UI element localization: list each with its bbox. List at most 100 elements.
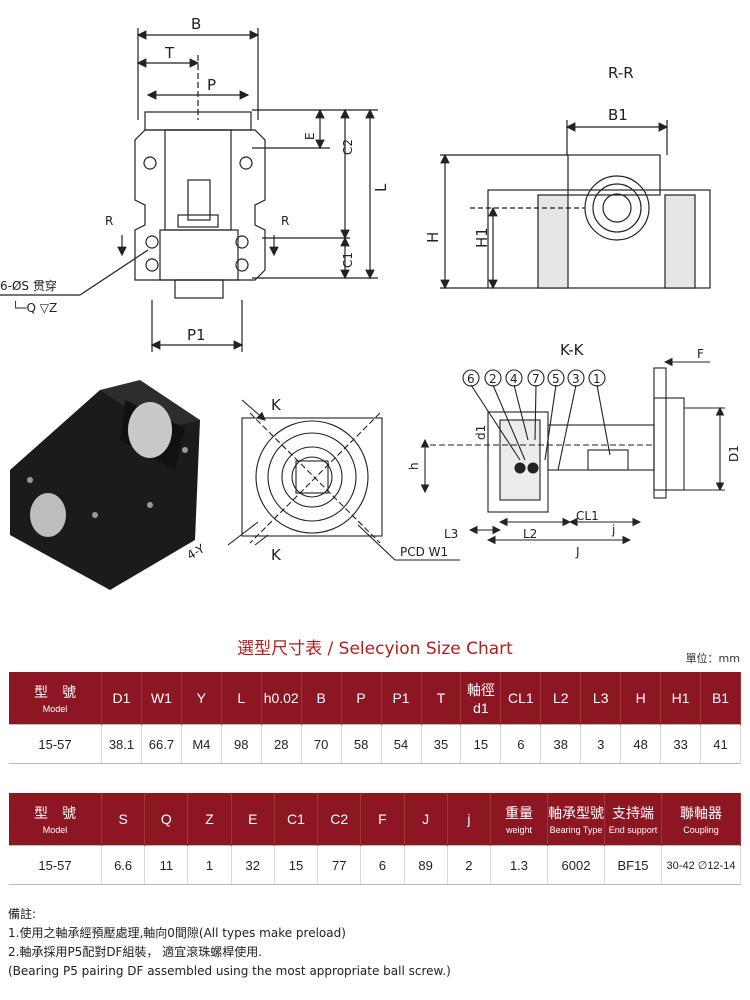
table-cell: 6 — [500, 724, 542, 764]
column-header: h0.02 — [261, 672, 302, 725]
model-header: 型 號 Model — [9, 793, 102, 846]
part-number: 4 — [510, 372, 518, 386]
column-header: W1 — [141, 672, 182, 725]
label-C1: C1 — [341, 252, 355, 268]
model-header-zh: 型 號 — [34, 805, 76, 821]
label-h: h — [407, 462, 421, 470]
column-header-zh: Z — [205, 811, 214, 827]
label-F: F — [697, 347, 704, 361]
note-line-3: (Bearing P5 pairing DF assembled using t… — [8, 964, 451, 978]
label-j: j — [611, 523, 615, 537]
label-R-left: R — [105, 214, 113, 228]
column-header: 聯軸器 Coupling — [661, 793, 741, 846]
label-C2: C2 — [341, 139, 355, 155]
column-header: J — [404, 793, 448, 846]
table-cell: 38.1 — [101, 724, 142, 764]
table-cell: 54 — [381, 724, 422, 764]
notes: 備註: 1.使用之軸承經預壓處理,軸向0間隙(All types make pr… — [8, 905, 451, 981]
column-header: B1 — [700, 672, 741, 725]
table-cell: 89 — [404, 845, 448, 885]
label-B: B — [191, 15, 201, 33]
label-P1: P1 — [187, 326, 206, 344]
label-L: L — [372, 183, 390, 192]
note-line-2: 2.軸承採用P5配對DF組裝， 適宜滾珠螺桿使用. — [8, 945, 263, 959]
kk-section-view — [420, 357, 725, 545]
table-cell: 66.7 — [141, 724, 182, 764]
column-header: P — [341, 672, 382, 725]
iso-view-3d — [10, 380, 200, 590]
label-d1: d1 — [474, 425, 488, 440]
table-cell: 11 — [144, 845, 189, 885]
column-header: L3 — [580, 672, 622, 725]
table-cell: 6002 — [547, 845, 605, 885]
label-E: E — [303, 132, 317, 140]
unit-label: 單位：mm — [685, 652, 740, 665]
column-header-zh: C2 — [330, 811, 349, 827]
table-cell: 32 — [231, 845, 275, 885]
column-header: 軸承型號 Bearing Type — [547, 793, 605, 846]
column-header: L — [221, 672, 262, 725]
column-header: B — [301, 672, 342, 725]
column-header: T — [421, 672, 462, 725]
table-cell: 15 — [460, 724, 502, 764]
label-D1: D1 — [727, 445, 741, 462]
label-J: J — [575, 545, 580, 559]
column-header-en: Coupling — [683, 825, 719, 835]
model-cell: 15-57 — [9, 845, 102, 885]
model-header-en: Model — [42, 825, 68, 835]
part-number: 6 — [467, 372, 475, 386]
column-header-en: End support — [608, 825, 658, 835]
label-K-top: K — [271, 396, 282, 414]
table-cell: 6 — [360, 845, 405, 885]
table-cell: 28 — [261, 724, 302, 764]
rr-section-view — [440, 120, 711, 290]
column-header-en: Bearing Type — [549, 825, 603, 835]
column-header: E — [231, 793, 275, 846]
label-L3: L3 — [444, 527, 458, 541]
table-cell: 35 — [421, 724, 462, 764]
note-line-1: 1.使用之軸承經預壓處理,軸向0間隙(All types make preloa… — [8, 926, 346, 940]
label-T: T — [164, 44, 175, 62]
table-cell: 15 — [274, 845, 319, 885]
technical-drawings: B T P E C2 L C1 R R P1 6-ØS 贯穿 └─Q ▽Z R-… — [0, 15, 741, 590]
column-header-zh: 聯軸器 — [680, 805, 722, 821]
model-header-en: Model — [42, 704, 68, 714]
table-cell: 1 — [187, 845, 232, 885]
part-number: 1 — [593, 372, 601, 386]
column-header: CL1 — [500, 672, 542, 725]
part-number: 5 — [552, 372, 560, 386]
column-header-zh: Q — [160, 811, 172, 827]
table-cell: 1.3 — [490, 845, 548, 885]
label-PCD: PCD W1 — [400, 545, 448, 559]
column-header: H1 — [660, 672, 702, 725]
model-header: 型 號 Model — [9, 672, 102, 725]
column-header-zh: 軸承型號 — [548, 805, 604, 821]
column-header: L2 — [540, 672, 582, 725]
label-K-bottom: K — [271, 546, 282, 564]
column-header: F — [360, 793, 405, 846]
label-L2: L2 — [523, 527, 537, 541]
table-cell: 38 — [540, 724, 582, 764]
table-cell: M4 — [181, 724, 222, 764]
column-header: C2 — [317, 793, 362, 846]
column-header: S — [101, 793, 146, 846]
column-header: j — [447, 793, 492, 846]
table-cell: 2 — [447, 845, 492, 885]
table-cell: 98 — [221, 724, 262, 764]
table-cell: 58 — [341, 724, 382, 764]
table-cell: 3 — [580, 724, 622, 764]
table-cell: 30-42 ∅12-14 — [661, 845, 741, 885]
column-header: 軸徑d1 — [460, 672, 502, 725]
side-view — [227, 399, 460, 561]
column-header-zh: j — [467, 811, 471, 827]
label-4Y: 4-Y — [185, 541, 208, 562]
column-header-en: weight — [505, 825, 532, 835]
table-cell: BF15 — [604, 845, 662, 885]
